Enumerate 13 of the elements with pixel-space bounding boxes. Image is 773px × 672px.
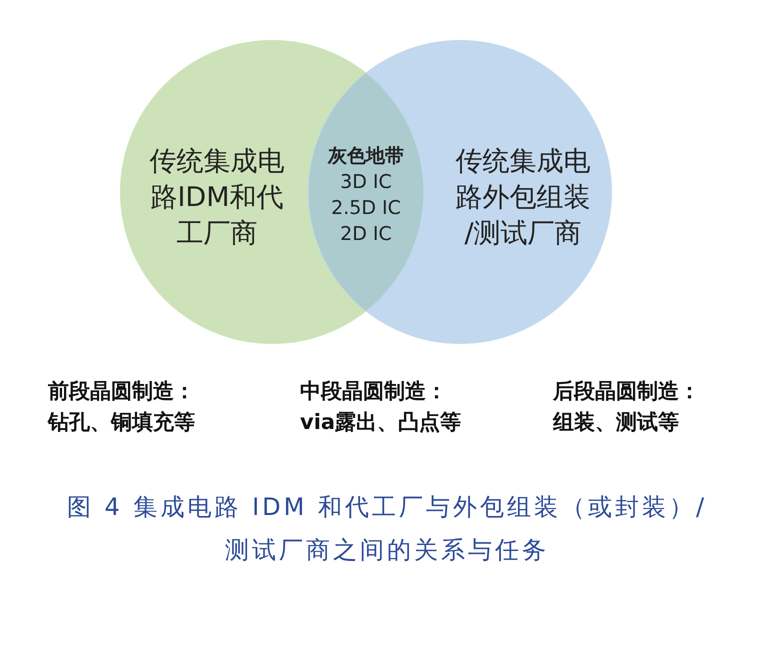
stage-heading: 后段晶圆制造： <box>553 378 700 405</box>
circle-label: 传统集成电路外包组装/测试厂商 <box>454 145 592 251</box>
stage-heading: 前段晶圆制造： <box>48 378 195 405</box>
figure-caption: 图 4 集成电路 IDM 和代工厂与外包组装（或封装）/测试厂商之间的关系与任务 <box>66 492 708 566</box>
stage-detail: 组装、测试等 <box>553 409 679 436</box>
overlap-item: 2.5D IC <box>331 196 401 221</box>
circle-label: 传统集成电路IDM和代工厂商 <box>148 145 286 251</box>
overlap-heading: 灰色地带 <box>328 144 404 169</box>
stage-heading: 中段晶圆制造： <box>300 378 447 405</box>
overlap-item: 3D IC <box>340 170 392 195</box>
stage-detail: 钻孔、铜填充等 <box>48 409 195 436</box>
overlap-item: 2D IC <box>340 222 392 247</box>
stage-detail: via露出、凸点等 <box>300 409 462 436</box>
